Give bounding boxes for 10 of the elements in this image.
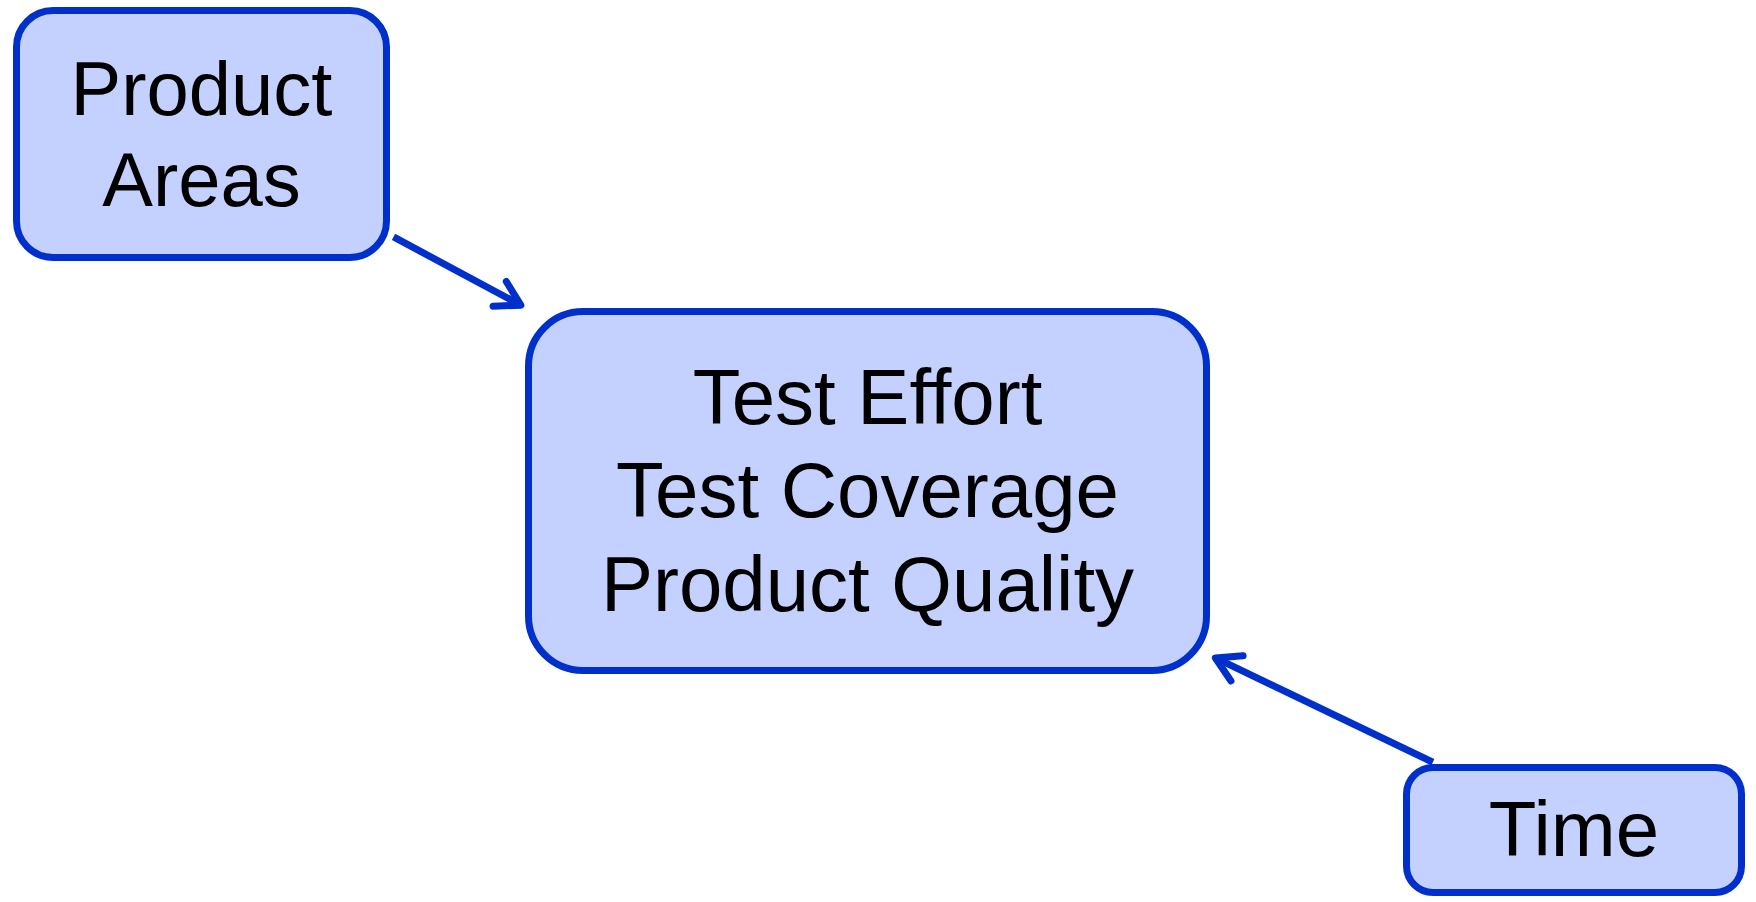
node-label: Product Quality: [600, 538, 1135, 630]
node-label: Product Areas: [69, 44, 334, 224]
node-label: Test Coverage: [616, 445, 1119, 537]
arrow: [391, 233, 525, 310]
node-label: Time: [1488, 784, 1660, 876]
process-box: [13, 7, 390, 261]
process-box: [525, 308, 1210, 674]
node-label: Test Effort: [692, 351, 1043, 443]
arrow: [1211, 652, 1435, 766]
process-box: [1403, 764, 1745, 896]
